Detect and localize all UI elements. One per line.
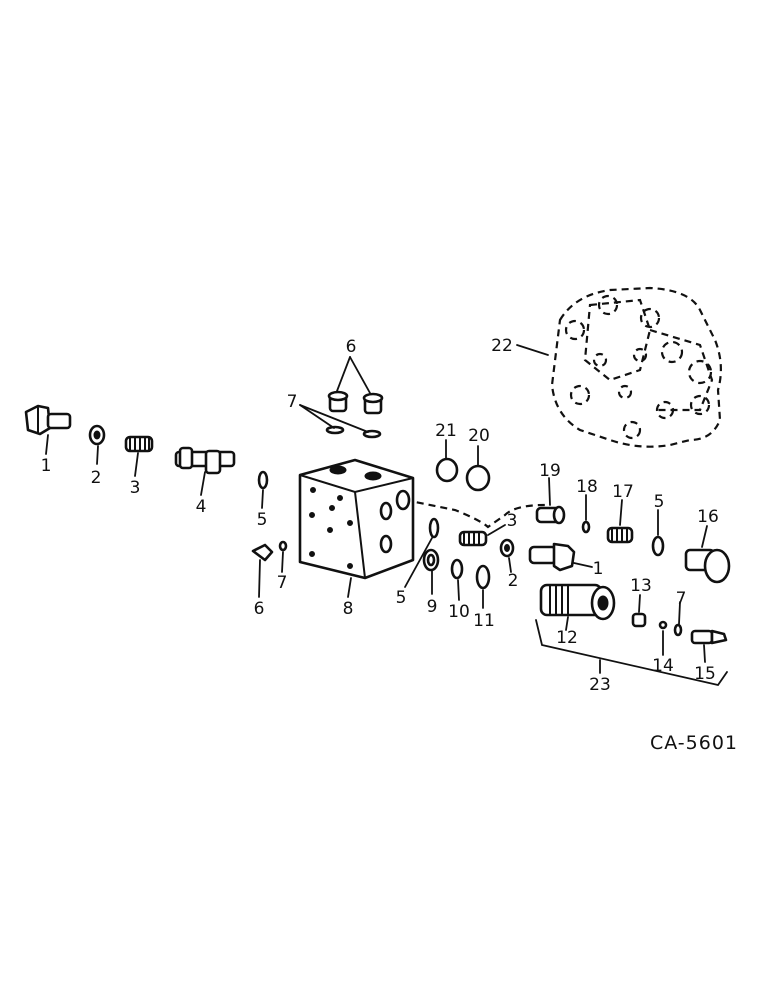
callout-labels: 1 2 3 4 5 6 7 6 7 8 5 9 10 11 21 20 3 2 …: [41, 336, 719, 695]
part-12-relief-valve: [539, 583, 616, 621]
callout-6-left: 6: [254, 599, 265, 619]
callout-3-right: 3: [507, 511, 518, 531]
callout-4: 4: [196, 497, 207, 517]
drawing-code: CA-5601: [650, 732, 738, 754]
part-22-pump-housing: [550, 286, 722, 448]
part-6-plug-small: [251, 543, 274, 562]
part-2-washer-right: [499, 538, 515, 558]
callout-23: 23: [589, 675, 611, 695]
part-21-oring: [435, 457, 459, 483]
callout-3-left: 3: [130, 478, 141, 498]
part-10-oring: [450, 558, 464, 580]
callout-21: 21: [435, 421, 457, 441]
part-13-cap: [631, 612, 647, 628]
part-19-plug: [535, 505, 566, 525]
callout-20: 20: [468, 426, 490, 446]
part-11-oring: [475, 564, 491, 590]
callout-12: 12: [556, 628, 578, 648]
part-2-washer-left: [88, 424, 106, 446]
callout-16: 16: [697, 507, 719, 527]
callout-17: 17: [612, 482, 634, 502]
callout-14: 14: [652, 656, 674, 676]
callout-5-mid: 5: [396, 588, 407, 608]
callout-7-left: 7: [277, 573, 288, 593]
assembly-path: [404, 498, 546, 529]
part-7-orings-upper: [325, 425, 382, 439]
callout-11: 11: [473, 611, 495, 631]
part-1-plug-left: [24, 404, 72, 436]
part-5-oring-mid: [428, 517, 440, 539]
part-16-plug: [684, 548, 731, 584]
part-8-manifold-block: [298, 458, 415, 580]
part-7-oring-right: [673, 623, 683, 637]
callout-5-right: 5: [654, 492, 665, 512]
callout-18: 18: [576, 477, 598, 497]
callout-7-right: 7: [676, 589, 687, 609]
callout-10: 10: [448, 602, 470, 622]
part-20-oring: [465, 464, 491, 492]
part-6-plugs-upper: [327, 390, 384, 415]
part-9-washer: [422, 548, 440, 572]
callout-1-left: 1: [41, 456, 52, 476]
part-5-oring-right: [651, 535, 665, 557]
part-14-ball: [658, 620, 668, 630]
part-1-plug-right: [528, 542, 576, 572]
part-5-oring-left: [257, 470, 269, 490]
part-17-spring: [606, 526, 634, 544]
callout-2-left: 2: [91, 468, 102, 488]
callout-9: 9: [427, 597, 438, 617]
part-3-spring-left: [124, 435, 154, 453]
callout-1-right: 1: [593, 559, 604, 579]
callout-13: 13: [630, 576, 652, 596]
callout-2-right: 2: [508, 571, 519, 591]
callout-8: 8: [343, 599, 354, 619]
callout-5-left: 5: [257, 510, 268, 530]
part-4-spool: [174, 446, 236, 475]
leader-lines: [45, 344, 708, 674]
callout-22: 22: [491, 336, 513, 356]
callout-6-upper: 6: [346, 337, 357, 357]
callout-19: 19: [539, 461, 561, 481]
part-15-fitting: [690, 629, 728, 645]
part-7-oring-small: [278, 540, 288, 552]
callout-7-upper: 7: [287, 392, 298, 412]
part-3-spring-right: [458, 530, 488, 547]
callout-15: 15: [694, 664, 716, 684]
part-23-bracket: [535, 619, 728, 687]
part-18-ball: [581, 520, 591, 534]
